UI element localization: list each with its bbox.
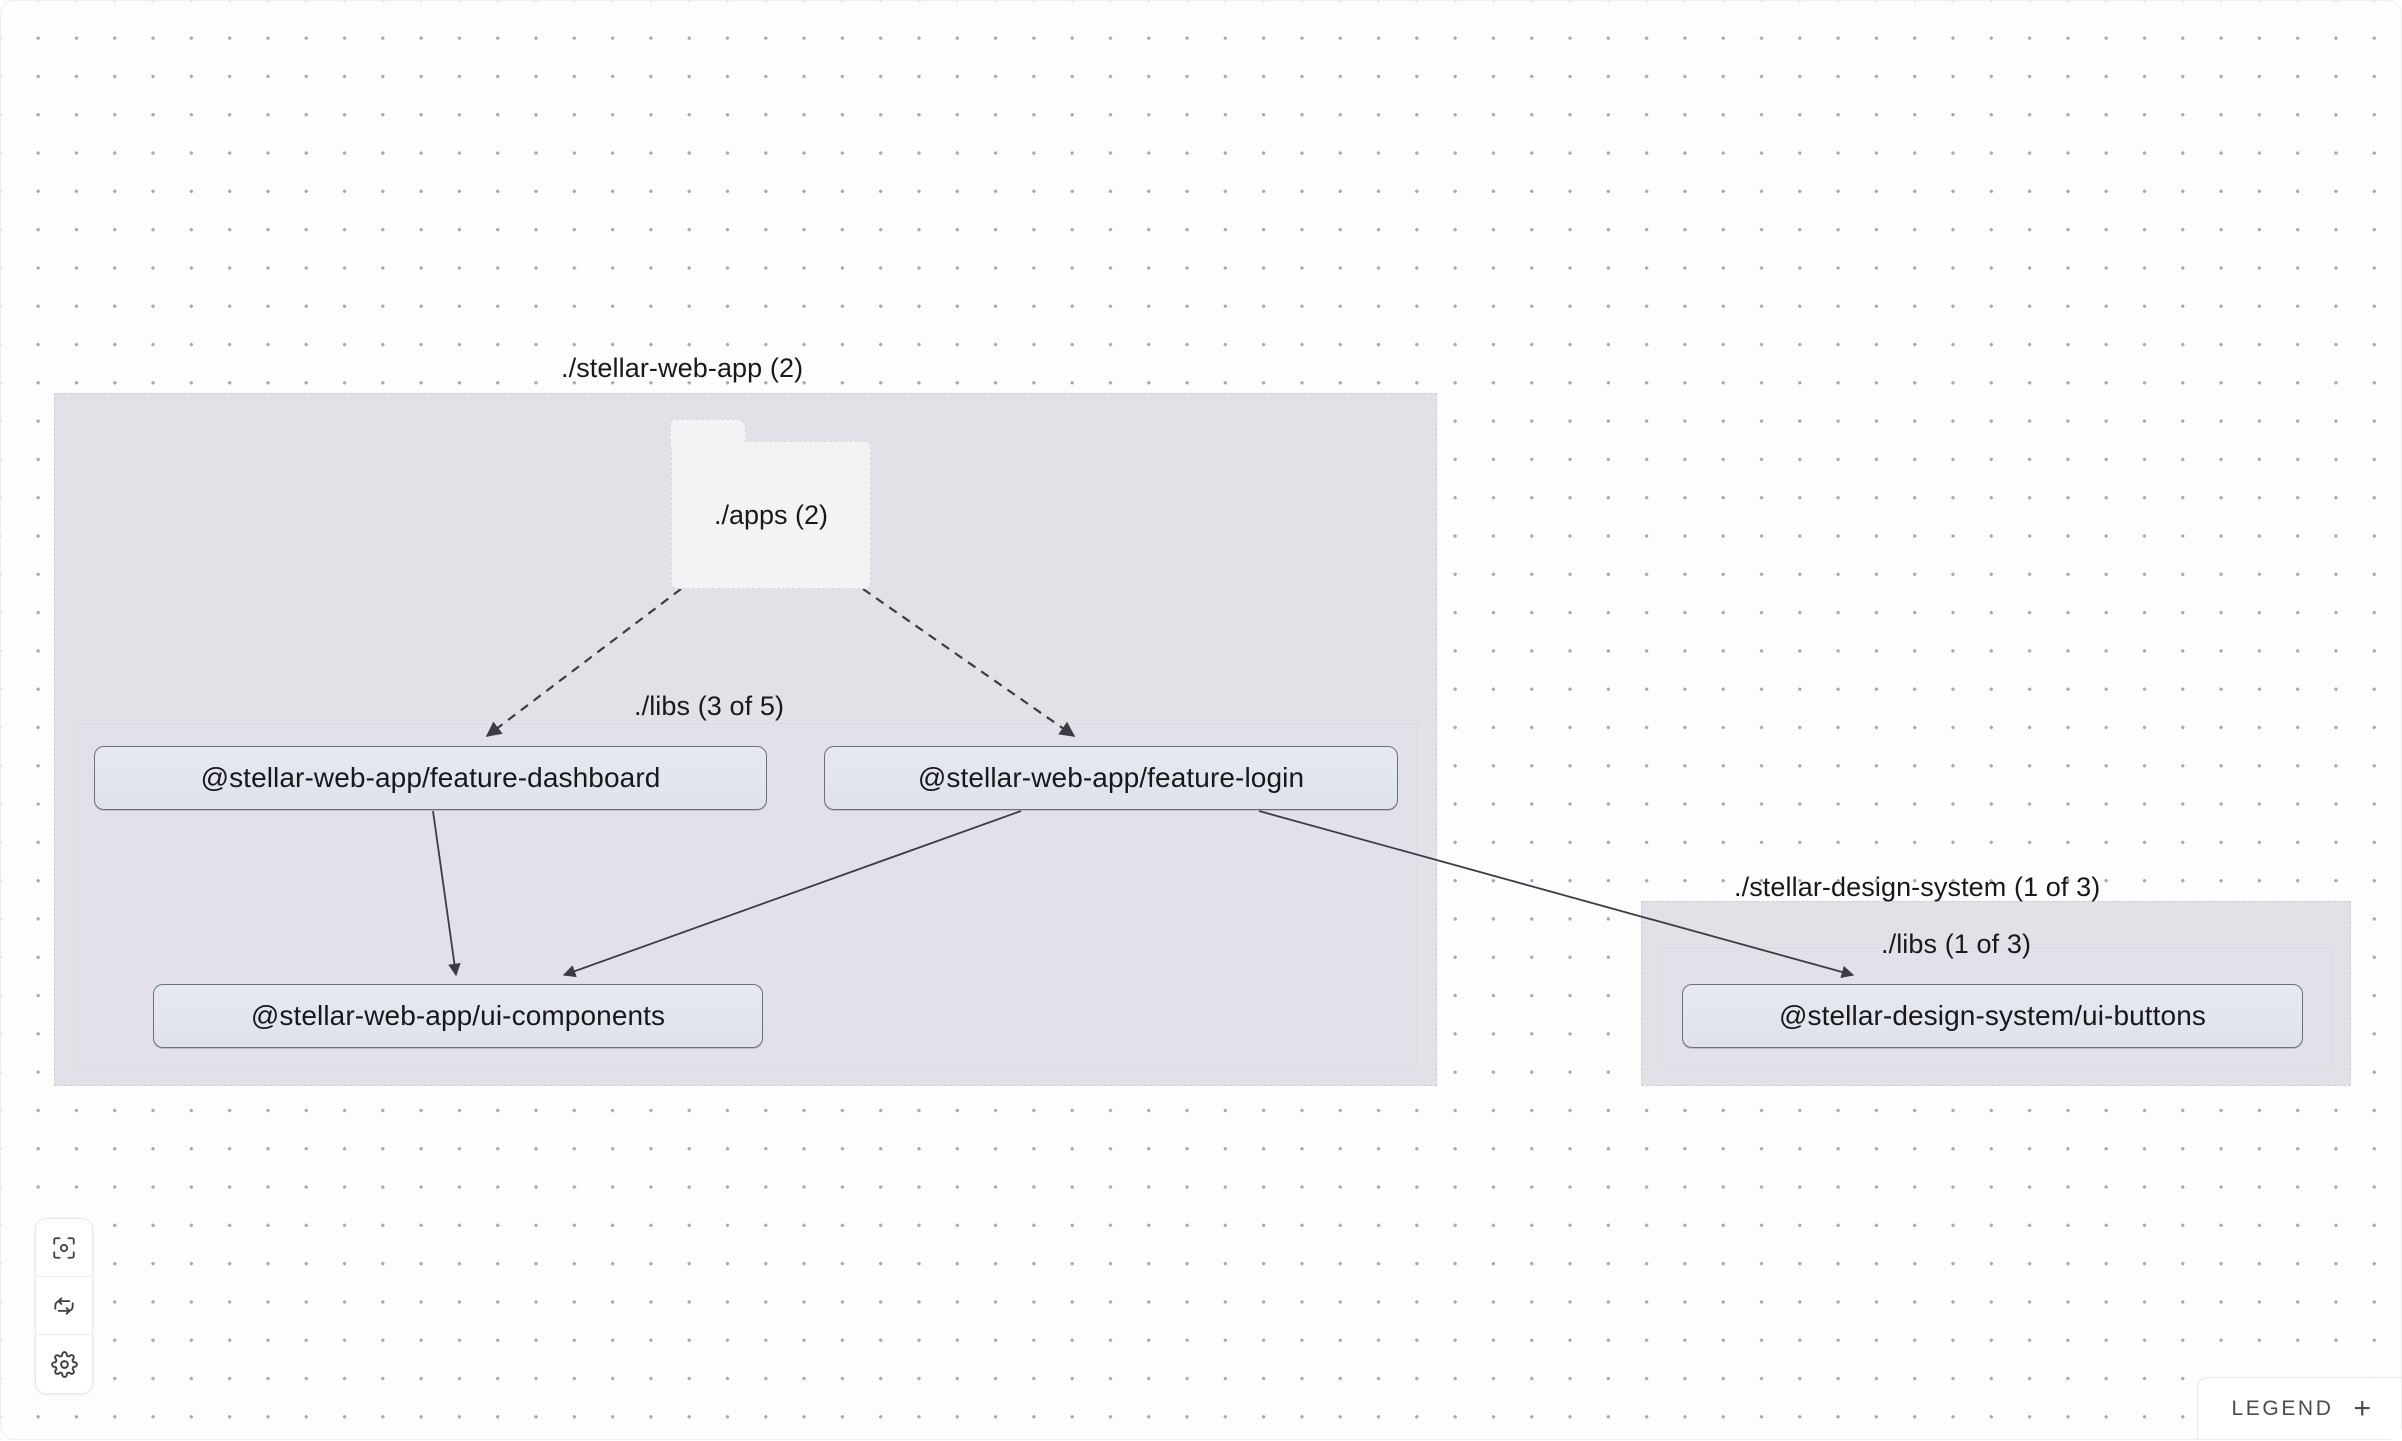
focus-graph-button[interactable] [36, 1219, 92, 1277]
group-label-stellar-web-app: ./stellar-web-app (2) [561, 353, 803, 384]
folder-tab [670, 419, 746, 443]
project-node-label: @stellar-design-system/ui-buttons [1779, 1000, 2206, 1032]
project-node-feature-dashboard[interactable]: @stellar-web-app/feature-dashboard [94, 746, 767, 810]
folder-node-apps[interactable]: ./apps (2) [671, 441, 871, 589]
project-node-ui-components[interactable]: @stellar-web-app/ui-components [153, 984, 763, 1048]
group-label-stellar-design-system: ./stellar-design-system (1 of 3) [1734, 872, 2100, 903]
project-node-label: @stellar-web-app/feature-login [918, 762, 1304, 794]
plus-icon: + [2353, 1394, 2371, 1424]
project-node-feature-login[interactable]: @stellar-web-app/feature-login [824, 746, 1398, 810]
legend-label: LEGEND [2232, 1397, 2334, 1421]
graph-settings-button[interactable] [36, 1335, 92, 1393]
group-label-stellar-web-app-libs: ./libs (3 of 5) [634, 691, 784, 722]
refresh-icon [51, 1293, 77, 1319]
project-node-label: @stellar-web-app/ui-components [251, 1000, 665, 1032]
focus-target-icon [51, 1235, 77, 1261]
project-node-label: @stellar-web-app/feature-dashboard [201, 762, 661, 794]
graph-toolbar[interactable] [35, 1218, 93, 1394]
legend-button[interactable]: LEGEND + [2197, 1377, 2402, 1439]
folder-node-label: ./apps (2) [714, 500, 828, 531]
gear-icon [51, 1351, 78, 1378]
group-label-stellar-design-system-libs: ./libs (1 of 3) [1881, 929, 2031, 960]
refresh-graph-button[interactable] [36, 1277, 92, 1335]
project-node-ui-buttons[interactable]: @stellar-design-system/ui-buttons [1682, 984, 2303, 1048]
